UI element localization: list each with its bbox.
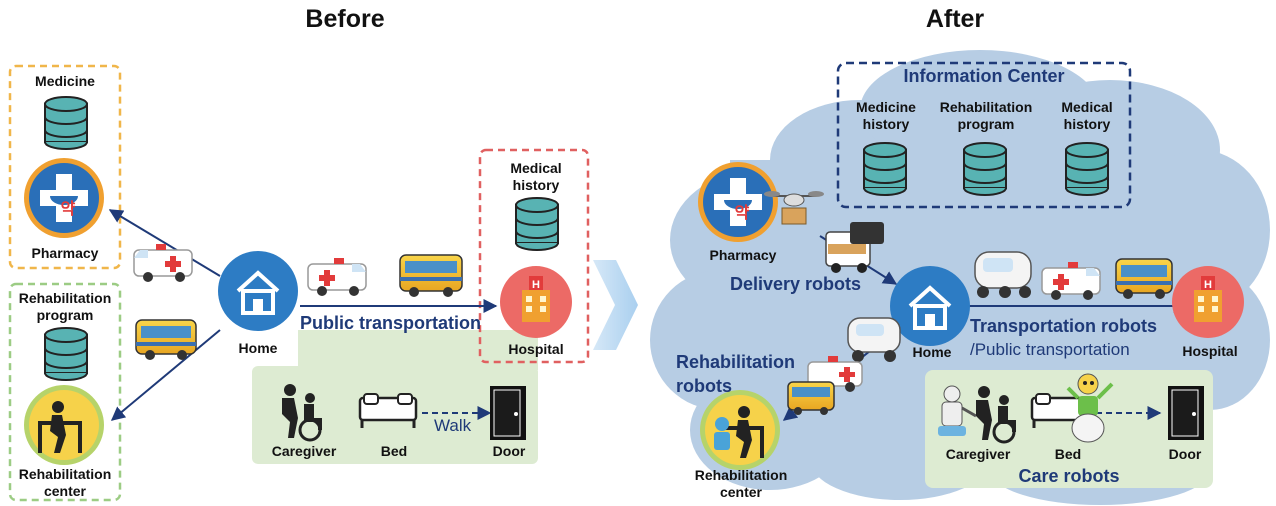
public-transportation-label: /Public transportation xyxy=(970,340,1130,359)
rehab-group-frame xyxy=(8,282,122,502)
hospital-group-frame xyxy=(478,148,590,364)
medicine-history-database-icon xyxy=(863,142,907,196)
medicine-group-frame xyxy=(8,64,122,270)
home-care-panel xyxy=(925,370,1213,488)
care-robot-icon xyxy=(1066,373,1114,443)
hospital-label: Hospital xyxy=(1182,343,1238,359)
info-center-title: Information Center xyxy=(903,66,1065,86)
hospital-icon: H xyxy=(500,266,572,338)
door-icon xyxy=(490,386,526,440)
before-title: Before xyxy=(305,5,385,33)
caregiver-icon xyxy=(282,384,322,442)
delivery-robot-icon xyxy=(825,222,884,273)
delivery-drone-icon xyxy=(764,191,824,225)
hospital-sign: H xyxy=(532,279,540,291)
bed-icon xyxy=(358,393,418,428)
home-icon xyxy=(218,251,298,331)
medical-history-label: Medical history xyxy=(510,160,562,193)
rehab-robots-label: Rehabilitation robots xyxy=(676,352,796,396)
medical-history-label: Medical history xyxy=(1061,99,1113,132)
bed-label: Bed xyxy=(380,443,408,459)
door-icon xyxy=(1168,386,1204,440)
transport-robot-icon xyxy=(974,251,1032,298)
pharmacy-sign: 약 xyxy=(735,203,750,222)
public-transportation-label: Public transportation xyxy=(300,313,482,333)
rehab-program-database-icon xyxy=(44,327,88,381)
bus-icon xyxy=(399,254,463,297)
ambulance-icon xyxy=(1041,262,1101,300)
bus-icon xyxy=(1115,258,1173,299)
medical-history-database-icon xyxy=(1065,142,1109,196)
door-label: Door xyxy=(1168,446,1202,462)
medicine-database-icon xyxy=(44,96,88,150)
bed-label: Bed xyxy=(1054,446,1082,462)
rehab-center-label: Rehabilitation center xyxy=(694,467,788,500)
home-icon xyxy=(890,266,970,346)
bus-icon xyxy=(787,381,835,415)
info-center-frame xyxy=(836,61,1132,209)
rehab-program-label: Rehabilitation program xyxy=(18,290,112,323)
rehab-program-label: Rehabilitation program xyxy=(939,99,1033,132)
pharmacy-icon: 약 xyxy=(24,158,104,238)
pharmacy-label: Pharmacy xyxy=(31,245,99,261)
pharmacy-icon: 약 xyxy=(698,162,778,242)
bus-icon xyxy=(135,319,197,360)
before-after-chevron xyxy=(593,260,638,350)
medicine-history-label: Medicine history xyxy=(856,99,916,132)
rehab-center-icon xyxy=(24,385,104,465)
medicine-label: Medicine xyxy=(35,73,95,89)
hospital-label: Hospital xyxy=(508,341,564,357)
caregiver-icon xyxy=(976,386,1016,444)
rehab-program-database-icon xyxy=(963,142,1007,196)
caregiver-label: Caregiver xyxy=(945,446,1011,462)
home-label: Home xyxy=(912,344,952,360)
care-robots-label: Care robots xyxy=(1018,466,1120,486)
ambulance-icon xyxy=(307,258,367,296)
home-label: Home xyxy=(238,340,278,356)
after-title: After xyxy=(925,5,985,33)
rehab-robot-center-icon xyxy=(700,390,780,470)
caregiver-label: Caregiver xyxy=(271,443,337,459)
care-robot-icon xyxy=(938,385,977,436)
delivery-robots-label: Delivery robots xyxy=(730,274,862,294)
pharmacy-sign: 약 xyxy=(61,199,76,218)
walk-label: Walk xyxy=(434,416,472,435)
hospital-sign: H xyxy=(1204,279,1212,291)
door-label: Door xyxy=(492,443,526,459)
ambulance-icon xyxy=(133,244,193,282)
transport-robot-icon xyxy=(847,317,901,362)
rehab-center-label: Rehabilitation center xyxy=(18,466,112,499)
pharmacy-label: Pharmacy xyxy=(709,247,777,263)
medical-history-database-icon xyxy=(515,197,559,251)
hospital-icon: H xyxy=(1172,266,1244,338)
transportation-robots-label: Transportation robots xyxy=(970,316,1158,336)
